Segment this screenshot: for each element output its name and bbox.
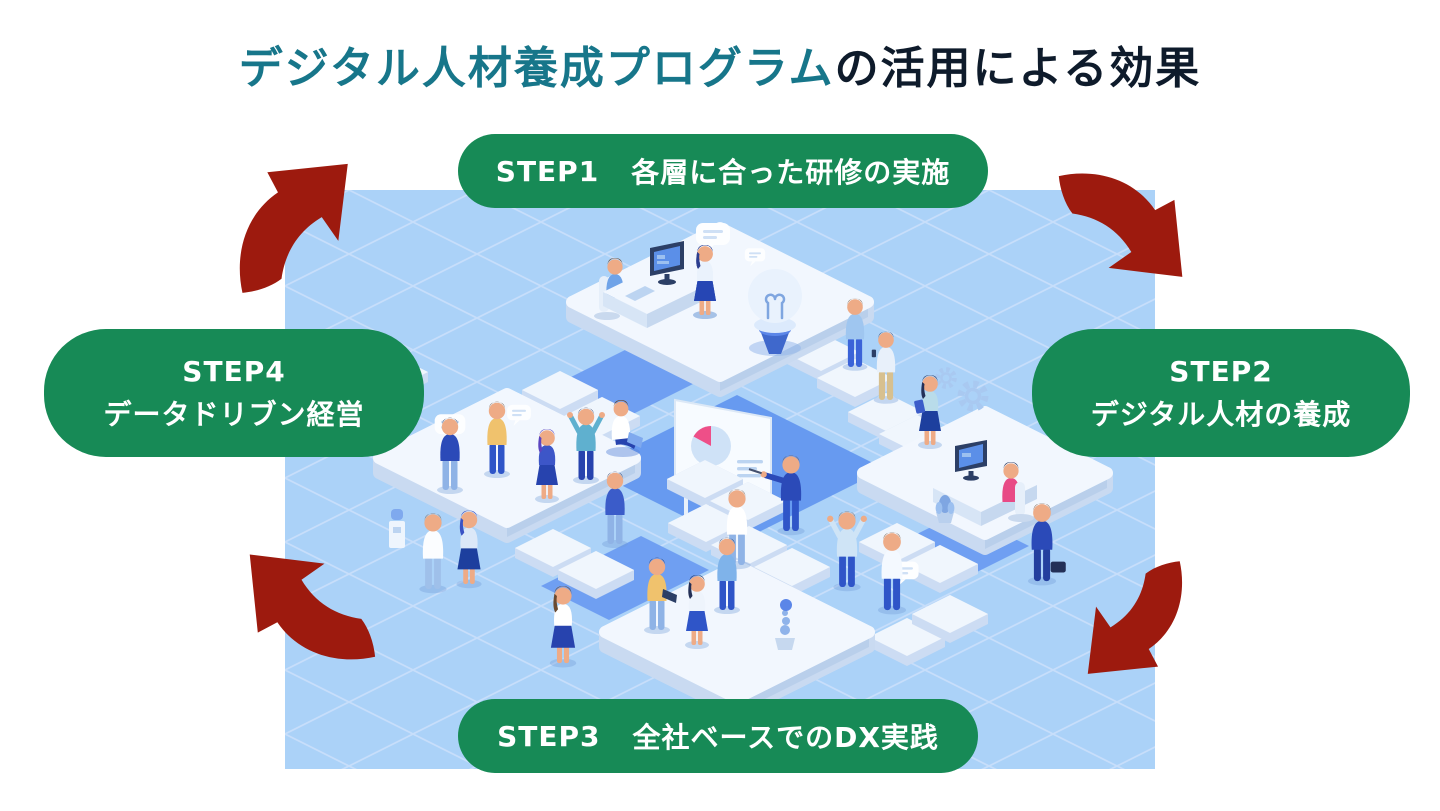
step2-label: STEP2 bbox=[1169, 354, 1273, 388]
cycle-arrow-top-left bbox=[239, 163, 348, 293]
person bbox=[914, 375, 942, 449]
seated-laptop-worker bbox=[606, 400, 643, 457]
step1-label: STEP1 bbox=[495, 154, 600, 188]
step3-text: 全社ベースでのDX実践 bbox=[632, 721, 939, 754]
step3-label: STEP3 bbox=[497, 719, 601, 753]
laptop-icon bbox=[627, 432, 643, 448]
step2-text: デジタル人材の養成 bbox=[1090, 398, 1352, 431]
water-cooler-icon bbox=[389, 509, 405, 548]
isometric-office-illustration bbox=[285, 190, 1155, 769]
cycle-arrow-bottom-left bbox=[249, 554, 376, 660]
plant-icon bbox=[935, 495, 955, 523]
step1-text: 各層に合った研修の実施 bbox=[631, 156, 951, 189]
person bbox=[644, 557, 677, 634]
step4-text: データドリブン経営 bbox=[103, 398, 365, 431]
monitor-icon bbox=[955, 440, 987, 481]
person bbox=[871, 331, 899, 404]
cycle-arrow-top-right bbox=[1058, 173, 1183, 277]
keyboard-icon bbox=[625, 286, 655, 301]
step4-label: STEP4 bbox=[182, 354, 286, 388]
step4-pill: STEP4 データドリブン経営 bbox=[44, 329, 424, 457]
lightbulb-icon bbox=[748, 269, 802, 356]
step3-pill: STEP3 全社ベースでのDX実践 bbox=[458, 699, 978, 773]
robot-icon bbox=[775, 599, 795, 650]
people bbox=[419, 245, 1066, 668]
briefcase-icon bbox=[1050, 561, 1066, 573]
title-suffix: の活用による効果 bbox=[834, 43, 1202, 94]
laptop-icon bbox=[662, 589, 677, 603]
step2-pill: STEP2 デジタル人材の養成 bbox=[1032, 329, 1410, 457]
step1-pill: STEP1 各層に合った研修の実施 bbox=[458, 134, 988, 208]
page-title: デジタル人材養成プログラムの活用による効果 bbox=[0, 32, 1440, 96]
title-highlight: デジタル人材養成プログラム bbox=[238, 43, 835, 94]
workstation-desk bbox=[594, 241, 709, 328]
person-presenter bbox=[748, 455, 805, 536]
cycle-arrow-bottom-right bbox=[1087, 561, 1183, 674]
monitor-icon bbox=[650, 241, 684, 285]
person-briefcase bbox=[1027, 503, 1066, 586]
